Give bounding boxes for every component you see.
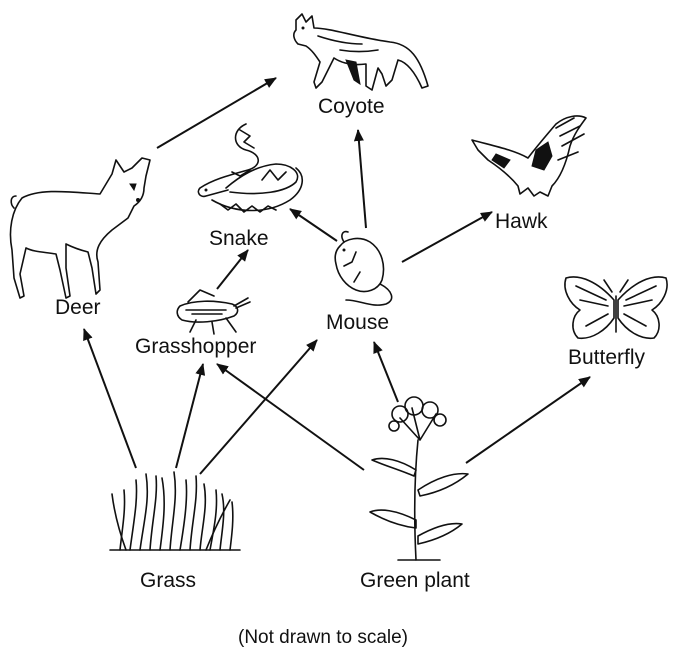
green-plant-illustration xyxy=(369,396,469,561)
arrow-grass-to-grasshopper xyxy=(175,363,206,469)
arrow-grasshopper-to-snake xyxy=(216,249,249,290)
arrow-deer-to-coyote xyxy=(156,77,277,149)
grasshopper-label: Grasshopper xyxy=(135,335,257,358)
arrow-mouse-to-hawk xyxy=(401,211,493,263)
hawk-illustration xyxy=(471,115,587,197)
deer-illustration xyxy=(9,157,151,299)
grass-illustration xyxy=(109,471,241,551)
deer-label: Deer xyxy=(55,296,101,319)
arrow-grass-to-mouse xyxy=(199,339,318,475)
snake-illustration xyxy=(197,123,303,213)
arrow-mouse-to-coyote xyxy=(353,129,367,229)
arrow-grass-to-deer xyxy=(83,328,137,469)
mouse-illustration xyxy=(334,230,393,306)
arrows xyxy=(83,77,591,475)
coyote-illustration xyxy=(293,13,429,91)
arrow-mouse-to-snake xyxy=(289,208,338,242)
arrow-greenplant-to-mouse xyxy=(373,341,399,403)
snake-label: Snake xyxy=(209,227,269,250)
grasshopper-illustration xyxy=(176,289,251,335)
butterfly-illustration xyxy=(564,276,668,340)
hawk-label: Hawk xyxy=(495,210,548,233)
arrow-greenplant-to-butterfly xyxy=(465,376,591,464)
arrow-greenplant-to-grasshopper xyxy=(216,363,365,471)
grass-label: Grass xyxy=(140,569,197,592)
mouse-label: Mouse xyxy=(326,311,390,334)
scale-footnote: (Not drawn to scale) xyxy=(238,627,409,648)
butterfly-label: Butterfly xyxy=(568,346,646,369)
green-plant-label: Green plant xyxy=(360,569,470,592)
coyote-label: Coyote xyxy=(318,95,385,118)
